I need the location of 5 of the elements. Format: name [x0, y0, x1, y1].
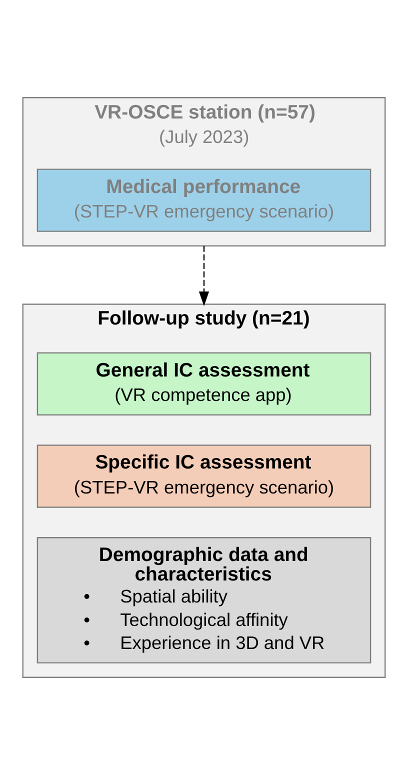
node-box: Demographic data and characteristics • Spatial ability • Technological affinity • Experience in 3D and VR: [36, 536, 372, 663]
arrow: [198, 245, 210, 306]
node-box: Specific IC assessment (STEP-VR emergency scenario): [36, 444, 372, 508]
node-box: General IC assessment (VR competence app): [36, 352, 372, 415]
node-box: Medical performance (STEP-VR emergency scenario): [36, 168, 372, 232]
